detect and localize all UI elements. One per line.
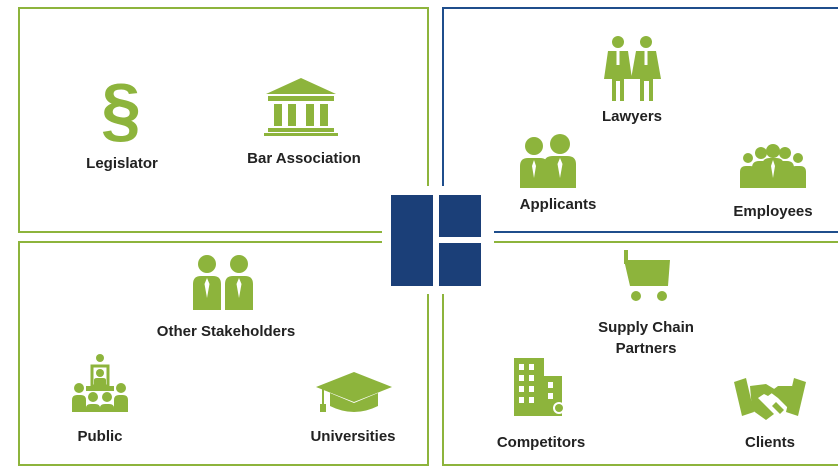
employees-label: Employees <box>733 203 813 220</box>
legislator-label: Legislator <box>86 155 158 172</box>
competitors-label: Competitors <box>496 434 586 451</box>
other-stakeholders-label: Other Stakeholders <box>156 323 296 340</box>
quadrant-top-left <box>18 7 429 233</box>
shopping-cart-icon <box>618 250 674 302</box>
stakeholders-icon <box>192 254 254 310</box>
universities-label: Universities <box>310 428 396 445</box>
quadrant-bottom-left <box>18 241 429 466</box>
employees-icon <box>740 144 806 188</box>
supply-chain-partners-label: Supply Chain Partners <box>598 319 694 357</box>
center-logo <box>382 186 494 294</box>
applicants-icon <box>518 134 578 188</box>
handshake-icon <box>734 378 806 420</box>
courthouse-icon <box>264 78 338 136</box>
bar-association-label: Bar Association <box>247 150 361 167</box>
lawyers-icon <box>600 35 664 101</box>
logo-square-top-right <box>439 195 481 237</box>
applicants-label: Applicants <box>519 196 597 213</box>
lawyers-label: Lawyers <box>601 108 663 125</box>
quadrant-top-right <box>442 7 838 233</box>
public-label: Public <box>77 428 123 445</box>
logo-square-left <box>391 195 433 286</box>
graduation-cap-icon <box>316 372 392 414</box>
logo-square-bottom-right <box>439 243 481 286</box>
clients-label: Clients <box>744 434 795 451</box>
section-sign-icon: § <box>96 70 146 150</box>
public-audience-icon <box>72 354 128 412</box>
office-building-icon <box>510 358 566 416</box>
svg-text:§: § <box>101 72 141 142</box>
